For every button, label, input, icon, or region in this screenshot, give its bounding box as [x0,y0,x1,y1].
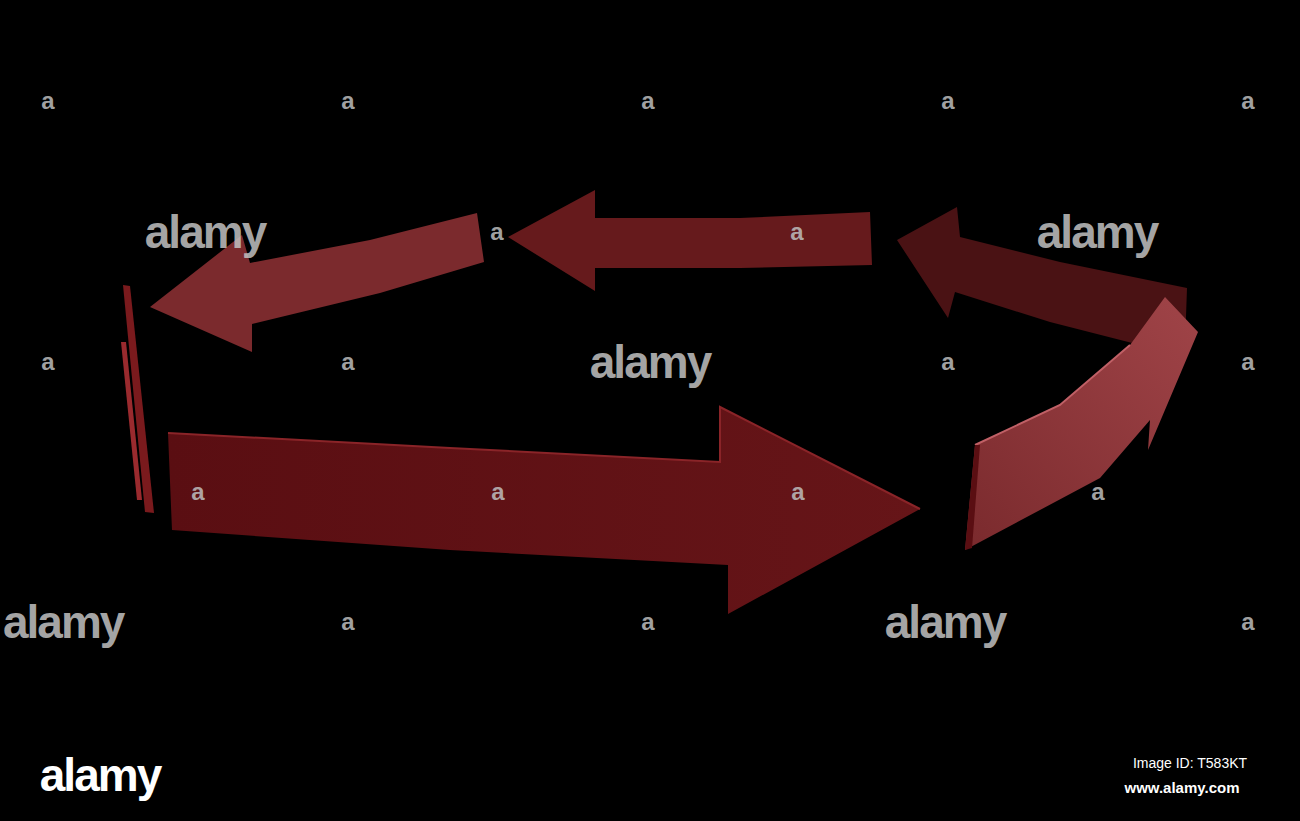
watermark-mark: a [491,480,504,504]
watermark-logo: alamy [145,209,265,255]
watermark-mark: a [641,89,654,113]
arrow-highlight [975,345,1130,445]
watermark-mark: a [41,89,54,113]
watermark-mark: a [791,480,804,504]
watermark-mark: a [191,480,204,504]
watermark-logo: alamy [3,599,123,645]
watermark-mark: a [641,610,654,634]
watermark-mark: a [941,89,954,113]
watermark-mark: a [341,350,354,374]
watermark-mark: a [41,350,54,374]
watermark-logo: alamy [590,339,710,385]
arrow [508,190,872,291]
watermark-mark: a [790,220,803,244]
arrow [897,207,1187,345]
arrow [965,297,1198,550]
watermark-mark: a [1241,89,1254,113]
watermark-mark: a [1091,480,1104,504]
source-url: www.alamy.com [1124,780,1239,795]
watermark-mark: a [341,610,354,634]
watermark-mark: a [1241,610,1254,634]
watermark-mark: a [1241,350,1254,374]
arrow-highlight [168,407,920,509]
watermark-logo: alamy [885,599,1005,645]
watermark-mark: a [941,350,954,374]
image-id: Image ID: T583KT [1133,756,1247,770]
watermark-logo: alamy [40,752,160,798]
arrow-edge [121,342,142,500]
watermark-logo: alamy [1037,209,1157,255]
watermark-mark: a [490,220,503,244]
watermark-mark: a [341,89,354,113]
arrow-edge [965,445,980,550]
arrow [168,407,920,614]
